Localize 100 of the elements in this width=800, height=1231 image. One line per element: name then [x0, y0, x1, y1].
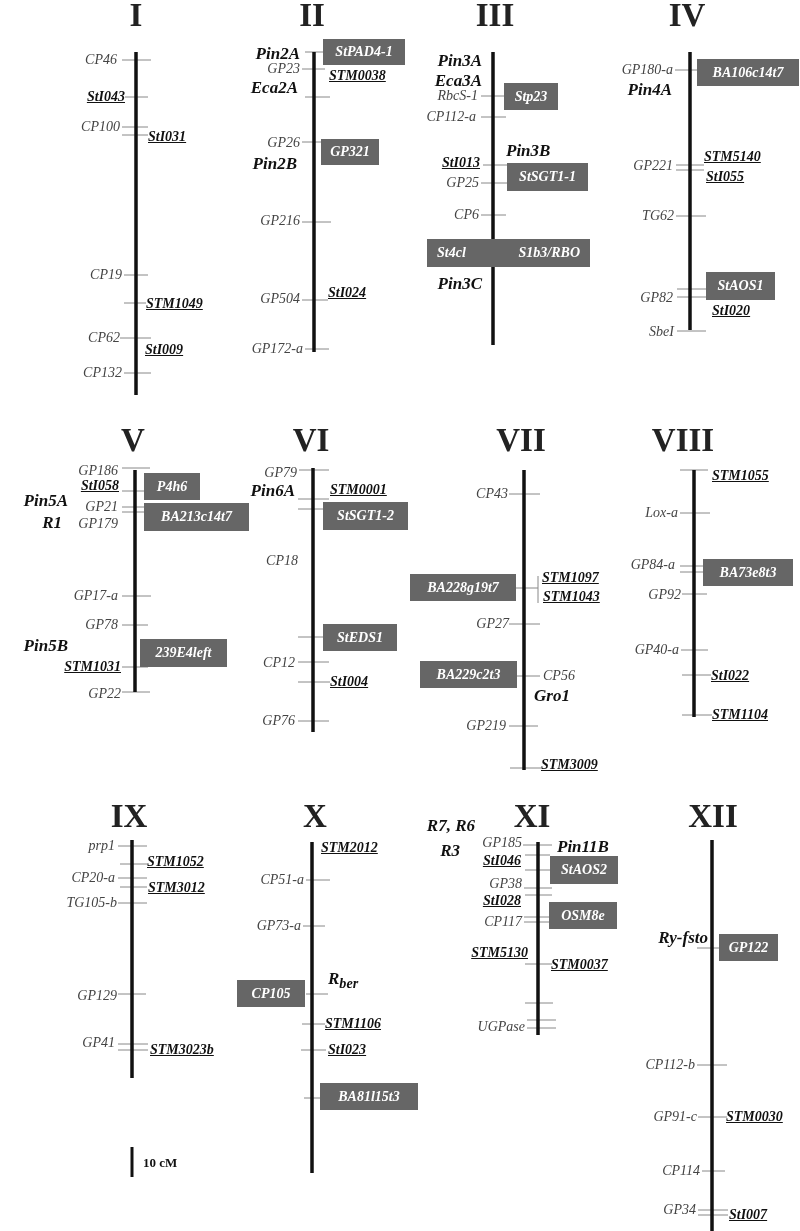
marker-box: BA228g19t7: [410, 574, 516, 601]
marker-box: BA73e8t3: [703, 559, 793, 586]
marker-label: GP84-a: [630, 558, 675, 572]
gene-label: Ry-fsto: [658, 928, 708, 946]
marker-label: GP27: [476, 617, 509, 631]
marker-label: CP6: [454, 208, 479, 222]
marker-box: OSM8e: [549, 902, 617, 929]
marker-label: STM1031: [64, 660, 121, 674]
marker-label: CP46: [85, 53, 117, 67]
marker-label: StI023: [328, 1043, 367, 1057]
marker-label: GP219: [466, 719, 506, 733]
marker-label: CP114: [662, 1164, 700, 1178]
marker-label: StI022: [711, 669, 750, 683]
marker-box: Stp23: [504, 83, 558, 110]
marker-label: StI058: [80, 479, 119, 493]
gene-label: Pin3B: [506, 141, 551, 159]
marker-label: RbcS-1: [437, 89, 478, 103]
marker-label: GP76: [262, 714, 295, 728]
marker-label: StI055: [706, 170, 745, 184]
marker-label: GP82: [640, 291, 673, 305]
marker-label: prp1: [88, 839, 115, 853]
marker-label: StI031: [148, 130, 187, 144]
marker-label: STM1049: [146, 297, 203, 311]
marker-label: CP18: [266, 554, 298, 568]
marker-label: StI043: [86, 90, 125, 104]
marker-box: 239E4left: [140, 639, 227, 667]
marker-label: GP25: [446, 176, 479, 190]
chromosome-number: VII: [496, 423, 546, 457]
marker-label: CP19: [90, 268, 122, 282]
marker-label: GP221: [633, 159, 673, 173]
chromosome-number: VIII: [651, 423, 715, 457]
marker-label: GP92: [648, 588, 681, 602]
marker-box: StSGT1-2: [323, 502, 408, 530]
marker-box: StPAD4-1: [323, 39, 405, 65]
marker-label: CP12: [263, 656, 295, 670]
gene-label: R7, R6: [426, 816, 475, 834]
marker-label: CP132: [83, 366, 122, 380]
marker-box: BA106c14t7: [697, 59, 799, 86]
marker-label: UGPase: [477, 1020, 525, 1034]
marker-label: GP129: [77, 989, 117, 1003]
marker-label: GP179: [78, 517, 118, 531]
gene-label: Eca3A: [434, 71, 482, 89]
marker-label: CP43: [476, 487, 508, 501]
marker-label: StI046: [482, 854, 521, 868]
marker-label: CP56: [543, 669, 575, 683]
marker-label: STM3023b: [150, 1043, 214, 1057]
marker-box: GP122: [719, 934, 778, 961]
marker-box: StSGT1-1: [507, 163, 588, 191]
gene-label: Pin3A: [437, 51, 482, 69]
marker-label: GP91-c: [653, 1110, 697, 1124]
gene-label: Pin6A: [250, 481, 295, 499]
marker-label: STM0001: [330, 483, 387, 497]
marker-label: GP26: [267, 136, 300, 150]
gene-label: Pin5B: [23, 636, 68, 654]
chromosome-number: XII: [688, 799, 738, 833]
marker-name: S1b3/RBO: [518, 245, 580, 261]
marker-label: STM2012: [321, 841, 378, 855]
gene-label: Pin11B: [557, 837, 609, 855]
marker-label: StI009: [145, 343, 184, 357]
marker-label: CP112-a: [426, 110, 476, 124]
marker-box: P4h6: [144, 473, 200, 500]
marker-label: GP17-a: [73, 589, 118, 603]
marker-label: GP23: [267, 62, 300, 76]
gene-label: Pin4A: [627, 80, 672, 98]
marker-label: STM0038: [329, 69, 386, 83]
marker-label: StI028: [482, 894, 521, 908]
marker-label: GP22: [88, 687, 121, 701]
marker-label: STM5130: [471, 946, 528, 960]
marker-label: CP62: [88, 331, 120, 345]
chromosome-number: VI: [292, 423, 330, 457]
marker-label: GP78: [85, 618, 118, 632]
gene-label: R3: [440, 841, 460, 859]
chromosome-number: IX: [110, 799, 148, 833]
marker-label: GP186: [78, 464, 118, 478]
marker-label: STM1097: [542, 571, 599, 585]
chromosome-number: II: [299, 0, 325, 32]
marker-label: GP504: [260, 292, 300, 306]
marker-label: SbeI: [649, 325, 674, 339]
marker-label: CP20-a: [71, 871, 115, 885]
marker-box: GP321: [321, 139, 379, 165]
marker-label: CP100: [81, 120, 120, 134]
marker-box: StAOS2: [550, 856, 618, 884]
chromosome-number: X: [303, 799, 327, 833]
marker-box: BA213c14t7: [144, 503, 249, 531]
marker-label: GP79: [264, 466, 297, 480]
marker-label: TG62: [642, 209, 674, 223]
marker-box: StEDS1: [323, 624, 397, 651]
gene-label: Pin2A: [255, 44, 300, 62]
marker-box: BA229c2t3: [420, 661, 517, 688]
marker-label: STM1104: [712, 708, 768, 722]
marker-label: StI020: [712, 304, 751, 318]
gene-label: R$_{ber}$: [328, 969, 359, 991]
gene-label: Gro1: [534, 686, 570, 704]
marker-label: STM1055: [712, 469, 769, 483]
marker-box: StAOS1: [706, 272, 775, 300]
marker-label: StI004: [330, 675, 369, 689]
marker-label: TG105-b: [66, 896, 117, 910]
marker-label: STM3009: [541, 758, 598, 772]
marker-label: GP34: [663, 1203, 696, 1217]
marker-label: GP38: [489, 877, 522, 891]
